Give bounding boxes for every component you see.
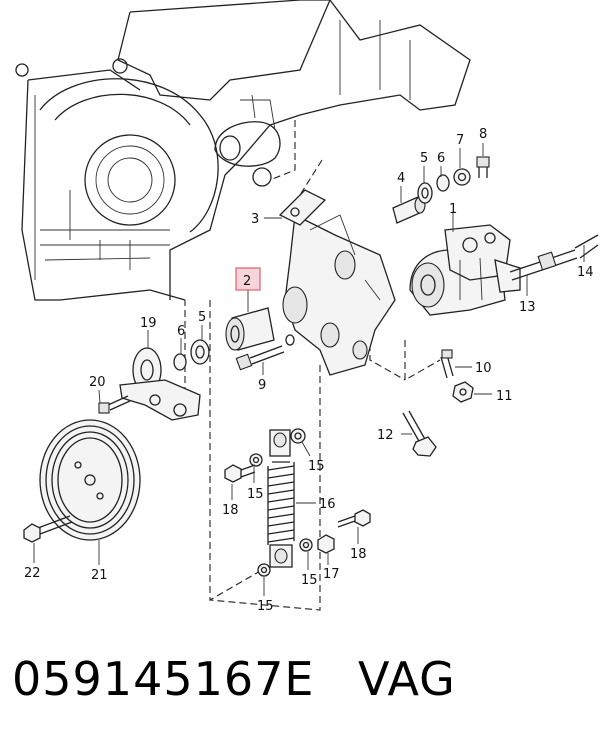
nut-part-11 xyxy=(452,381,474,403)
bolt-part-18-left xyxy=(224,464,256,483)
callout-13: 13 xyxy=(519,300,536,315)
callout-2: 2 xyxy=(243,274,251,289)
callout-20: 20 xyxy=(89,375,106,390)
exploded-parts-diagram: 1 2 3 4 5 6 7 8 5 6 9 10 11 12 13 14 15 … xyxy=(15,0,599,614)
part-number-label: 059145167E xyxy=(12,652,315,706)
nut-part-7 xyxy=(453,168,471,186)
bolt-part-20 xyxy=(98,395,131,414)
callout-6-lower: 6 xyxy=(177,324,185,339)
sleeve-part-6-lower xyxy=(173,353,187,371)
callout-5-top: 5 xyxy=(420,151,428,166)
bolt-part-22 xyxy=(23,515,73,543)
callout-labels: 1 2 3 4 5 6 7 8 5 6 9 10 11 12 13 14 15 … xyxy=(24,127,594,614)
callout-17: 17 xyxy=(323,567,340,582)
nut-part-17 xyxy=(317,534,335,554)
callout-5-lower: 5 xyxy=(198,310,206,325)
bolt-part-10 xyxy=(440,349,454,379)
callout-10: 10 xyxy=(475,361,492,376)
bolt-part-8 xyxy=(476,156,490,178)
leader-lines xyxy=(33,143,585,596)
belt-pulley-part-21 xyxy=(39,419,141,541)
bolt-part-9 xyxy=(235,334,295,371)
callout-11: 11 xyxy=(496,389,513,404)
power-steering-pump xyxy=(409,224,521,316)
sleeve-part-6-top xyxy=(436,174,450,192)
damper-part-16 xyxy=(267,429,295,568)
bolt-part-12 xyxy=(402,410,437,457)
callout-1: 1 xyxy=(449,202,457,217)
assembly-dashed-frame xyxy=(184,120,441,611)
callout-9: 9 xyxy=(258,378,266,393)
callout-7: 7 xyxy=(456,133,464,148)
callout-21: 21 xyxy=(91,568,108,583)
callout-18-left: 18 xyxy=(222,503,239,518)
pressure-pipe-part-13 xyxy=(509,234,599,281)
callout-15-b: 15 xyxy=(247,487,264,502)
callout-8: 8 xyxy=(479,127,487,142)
brand-label: VAG xyxy=(358,652,456,706)
callout-15-d: 15 xyxy=(257,599,274,614)
washer-part-5-lower xyxy=(190,339,210,365)
callout-12: 12 xyxy=(377,428,394,443)
bracket-plate-part-3 xyxy=(278,189,327,226)
tensioner-arm xyxy=(119,379,201,421)
callout-22: 22 xyxy=(24,566,41,581)
callout-15-a: 15 xyxy=(308,459,325,474)
washer-part-5-top xyxy=(417,182,433,204)
engine-block-outline xyxy=(15,0,471,301)
callout-15-c: 15 xyxy=(301,573,318,588)
callout-16: 16 xyxy=(319,497,336,512)
callout-14: 14 xyxy=(577,265,594,280)
mounting-bracket xyxy=(282,214,396,376)
highlighted-callout-box xyxy=(235,267,261,291)
callout-6-top: 6 xyxy=(437,151,445,166)
callout-4: 4 xyxy=(397,171,405,186)
bolt-part-18-right xyxy=(337,509,371,528)
washers-part-15 xyxy=(249,428,313,577)
callout-19: 19 xyxy=(140,316,157,331)
callout-18-right: 18 xyxy=(350,547,367,562)
callout-3: 3 xyxy=(251,212,259,227)
tensioner-bushing-part-2 xyxy=(225,307,275,351)
